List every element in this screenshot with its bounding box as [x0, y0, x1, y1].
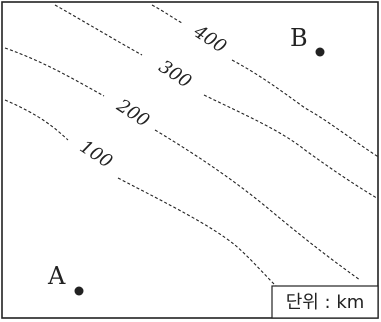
unit-box: [271, 285, 379, 319]
point-b-label: B: [290, 24, 308, 52]
map-frame: [1, 1, 379, 319]
point-a-marker: [74, 286, 84, 296]
contour-line-200: [4, 47, 361, 281]
contour-line-300: [54, 4, 378, 200]
point-a-label: A: [47, 262, 66, 290]
contour-line-400: [151, 4, 378, 158]
unit-label: 단위 : km: [286, 292, 365, 313]
contour-line-100: [4, 99, 277, 287]
point-b-marker: [315, 47, 325, 57]
